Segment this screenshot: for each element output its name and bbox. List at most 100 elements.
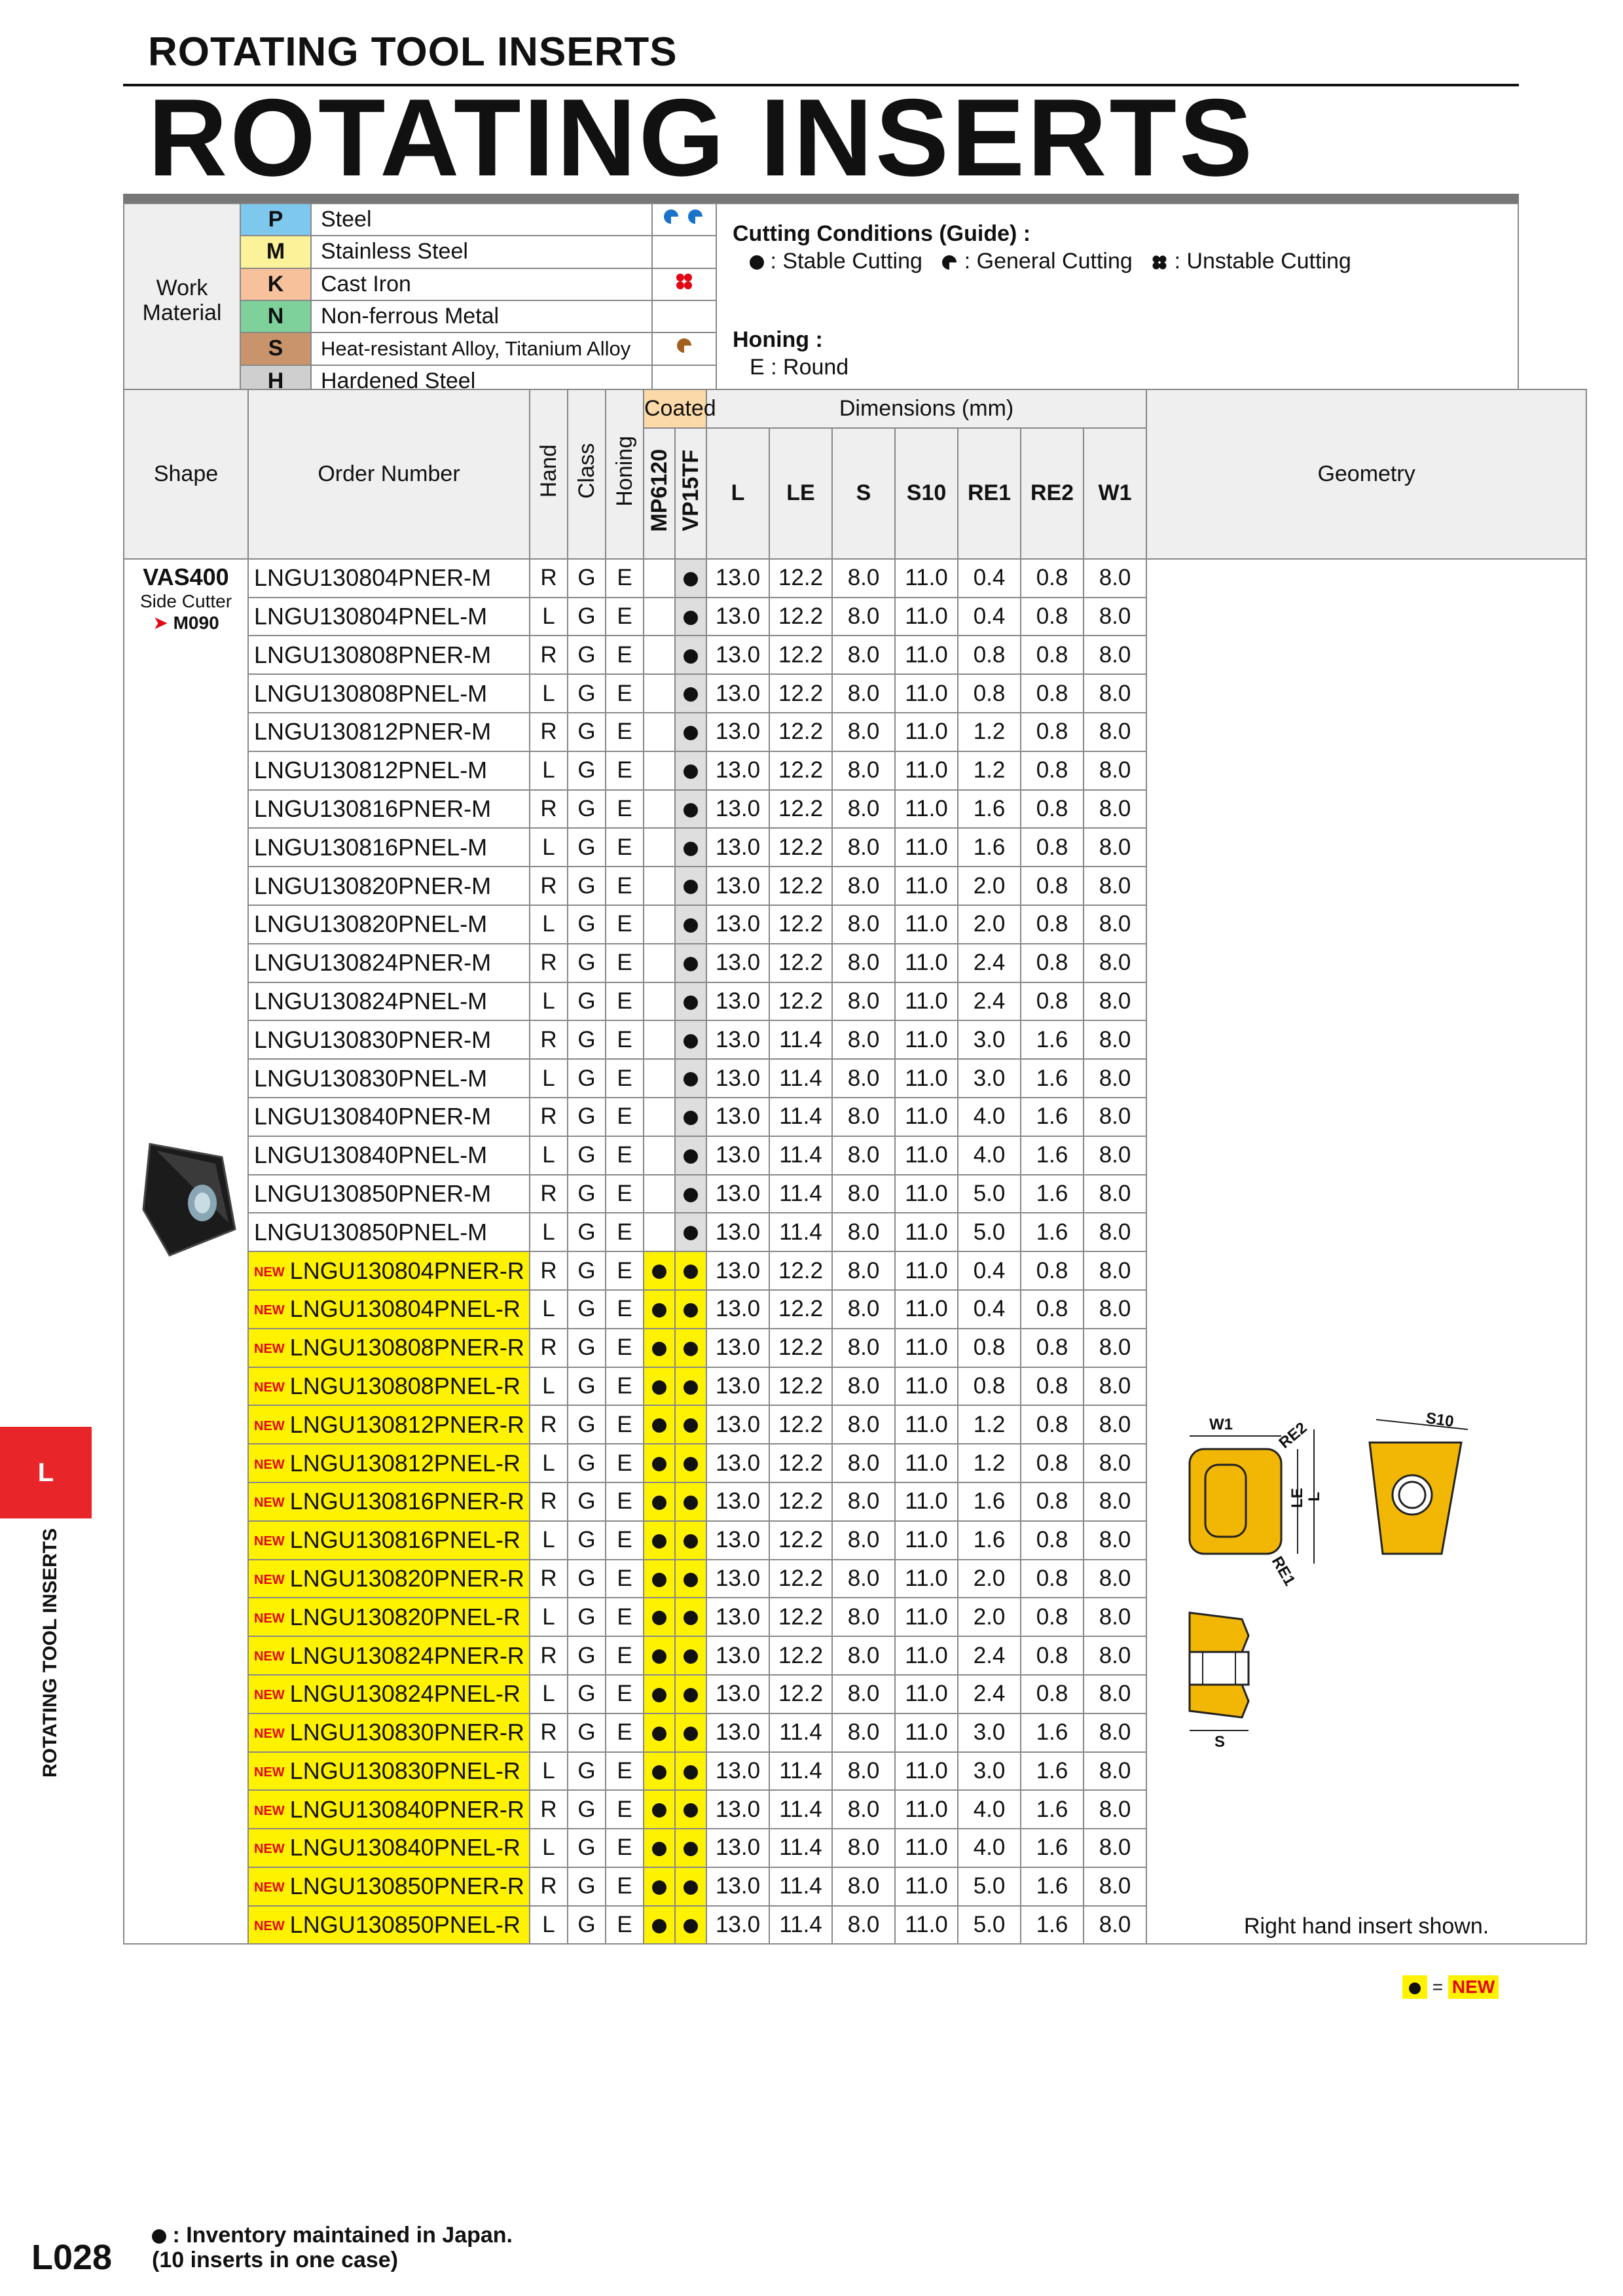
dim-RE2: 0.8	[1020, 1520, 1085, 1560]
order-number: LNGU130808PNER-M	[247, 635, 530, 675]
page-number: L028	[31, 2238, 113, 2277]
dim-LE: 11.4	[769, 1020, 833, 1060]
stock-dot-icon	[684, 1457, 698, 1472]
class-cell: G	[567, 635, 606, 675]
hand-cell: L	[529, 1366, 568, 1407]
material-name: Steel	[310, 202, 653, 237]
grade-vp15tf-cell	[674, 827, 708, 868]
grade-mp6120-cell	[643, 789, 676, 829]
legend-eq: =	[1432, 1977, 1444, 1997]
stock-dot-icon	[684, 1880, 698, 1895]
new-badge: NEW	[254, 1727, 285, 1742]
stock-dot-icon	[652, 1880, 666, 1895]
dim-RE1: 2.0	[957, 1597, 1022, 1638]
grade-vp15tf-cell	[674, 1096, 708, 1137]
dim-L: 13.0	[706, 1135, 771, 1175]
dim-RE2: 0.8	[1020, 866, 1085, 906]
grade-mp6120-cell	[643, 904, 676, 944]
dim-RE1: 0.4	[957, 1251, 1022, 1291]
class-cell: G	[567, 866, 606, 906]
header-class: Class	[567, 389, 606, 560]
dim-W1: 8.0	[1083, 1020, 1148, 1060]
grade-vp15tf-cell	[674, 711, 708, 752]
dim-RE1: 1.6	[957, 827, 1022, 868]
dim-S10: 11.0	[894, 789, 959, 829]
header-dim-L: L	[706, 427, 771, 560]
dim-LE: 11.4	[769, 1712, 833, 1753]
grade-vp15tf-cell	[674, 1058, 708, 1098]
shape-ref-link[interactable]: ➤ M090	[153, 612, 219, 633]
dim-W1: 8.0	[1083, 1327, 1148, 1368]
stock-dot-icon	[652, 1611, 666, 1626]
dim-RE2: 0.8	[1020, 596, 1085, 637]
grade-mp6120-cell	[643, 866, 676, 906]
dim-W1: 8.0	[1083, 558, 1148, 598]
honing-cell: E	[605, 904, 644, 944]
class-cell: G	[567, 1405, 606, 1445]
grade-vp15tf-cell	[674, 1289, 708, 1329]
order-number: LNGU130816PNER-M	[247, 789, 530, 829]
stock-dot-icon	[684, 802, 698, 817]
footnote: : Inventory maintained in Japan. (10 ins…	[152, 2223, 513, 2272]
dim-LE: 12.2	[769, 1405, 833, 1445]
class-cell: G	[567, 1443, 606, 1483]
grade-mp6120-cell	[643, 635, 676, 675]
dim-LE: 12.2	[769, 1327, 833, 1368]
dim-RE2: 1.6	[1020, 1789, 1085, 1830]
stock-dot-icon	[684, 1418, 698, 1433]
section-side-label: ROTATING TOOL INSERTS	[39, 1528, 61, 1778]
honing-cell: E	[605, 1096, 644, 1137]
dim-L: 13.0	[706, 1174, 771, 1214]
hand-cell: R	[529, 1251, 568, 1291]
dim-S: 8.0	[831, 1405, 896, 1445]
header-grade-vp15tf: VP15TF	[674, 427, 708, 560]
dim-S: 8.0	[831, 1712, 896, 1753]
grade-vp15tf-cell	[674, 1327, 708, 1368]
dim-L: 13.0	[706, 558, 771, 598]
dim-W1: 8.0	[1083, 1212, 1148, 1253]
class-cell: G	[567, 1481, 606, 1522]
dim-S: 8.0	[831, 1443, 896, 1483]
dim-S: 8.0	[831, 789, 896, 829]
new-legend: = NEW	[1402, 1975, 1499, 1999]
stock-dot-icon	[684, 1572, 698, 1587]
hand-cell: L	[529, 750, 568, 791]
dim-RE1: 1.6	[957, 1481, 1022, 1522]
material-name: Non-ferrous Metal	[310, 299, 653, 334]
shape-type: Side Cutter	[139, 590, 232, 611]
header-hand: Hand	[529, 389, 568, 560]
dim-S: 8.0	[831, 1020, 896, 1060]
header-shape: Shape	[123, 389, 249, 560]
grade-vp15tf-cell	[674, 1597, 708, 1638]
class-cell: G	[567, 1366, 606, 1407]
dim-LE: 11.4	[769, 1135, 833, 1175]
stock-dot-icon	[684, 1149, 698, 1164]
dim-LE: 12.2	[769, 1597, 833, 1638]
dim-S10: 11.0	[894, 1251, 959, 1291]
grade-mp6120-cell	[643, 596, 676, 637]
order-number: LNGU130804PNEL-M	[247, 596, 530, 637]
grade-vp15tf-cell	[674, 1828, 708, 1868]
dim-LE: 12.2	[769, 1674, 833, 1714]
dim-S: 8.0	[831, 1058, 896, 1098]
grade-vp15tf-cell	[674, 942, 708, 983]
class-cell: G	[567, 596, 606, 637]
dim-RE1: 5.0	[957, 1905, 1022, 1945]
new-badge: NEW	[254, 1418, 285, 1433]
honing-cell: E	[605, 596, 644, 637]
dim-RE1: 1.2	[957, 1443, 1022, 1483]
dim-LE: 12.2	[769, 1366, 833, 1407]
dim-LE: 12.2	[769, 981, 833, 1022]
grade-mp6120-cell	[643, 1251, 676, 1291]
